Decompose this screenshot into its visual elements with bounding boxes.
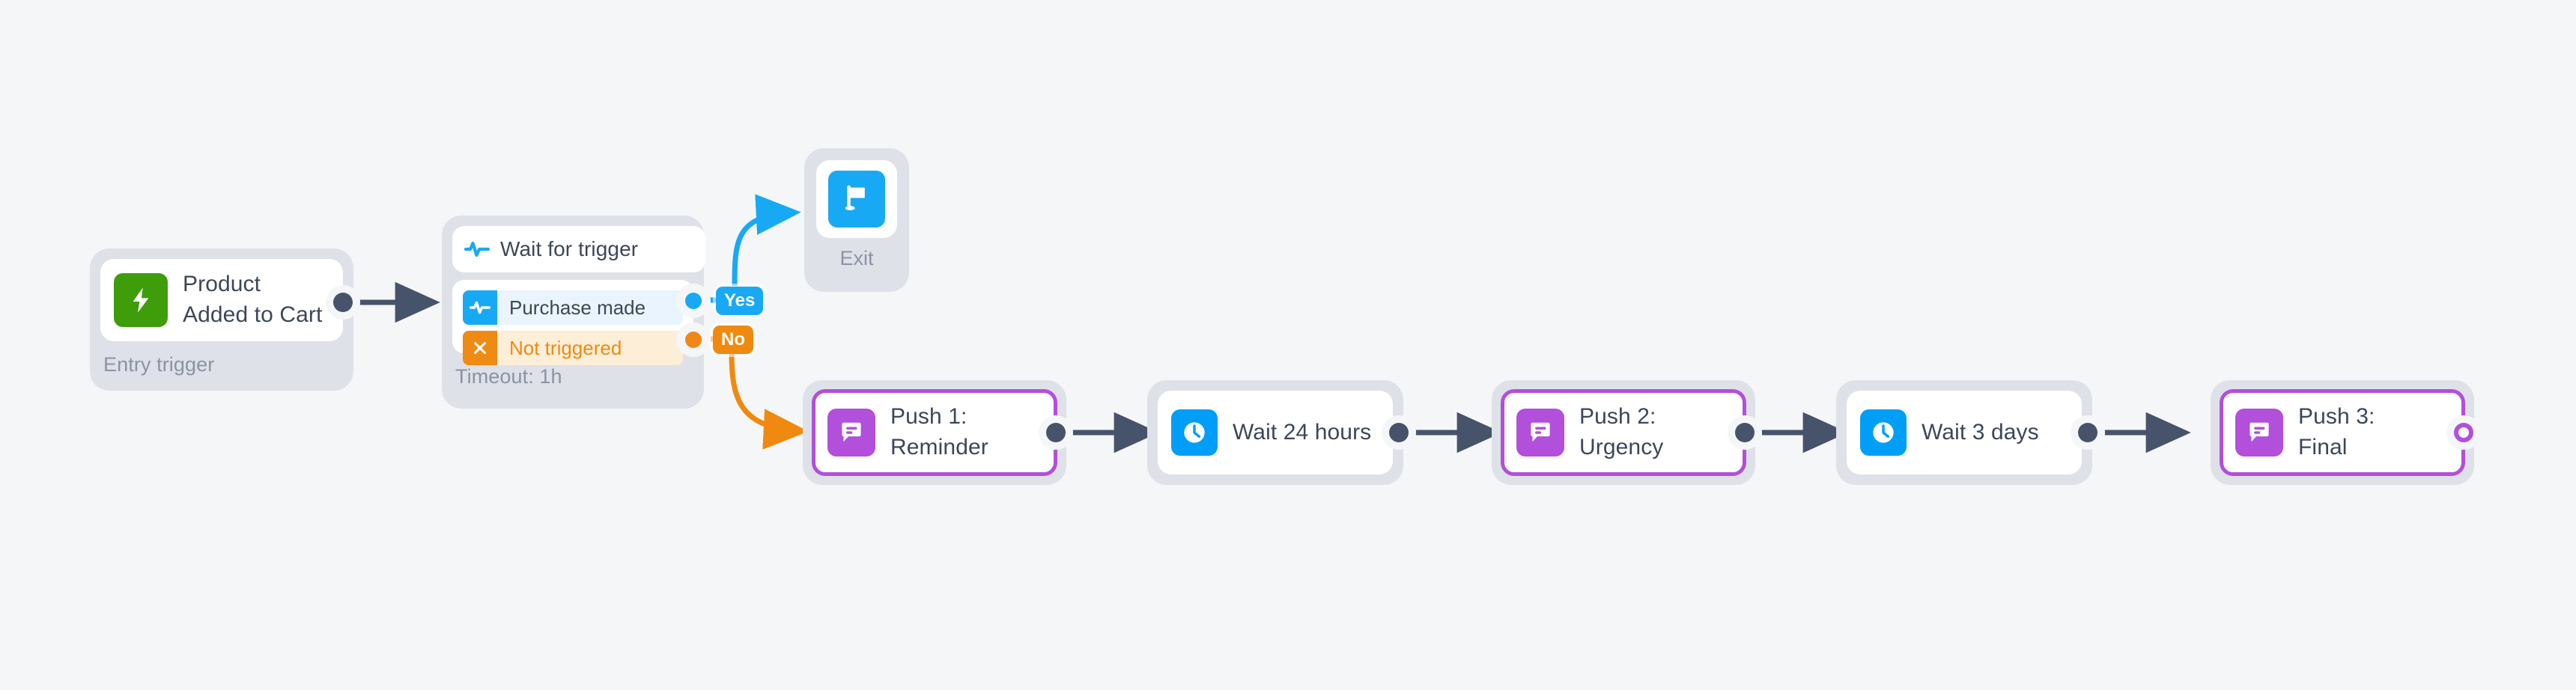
branch-badge-yes[interactable]: Yes: [716, 287, 764, 315]
condition-row-not-triggered[interactable]: Not triggered: [463, 331, 683, 365]
wire-no-to-push1: [729, 352, 809, 450]
push-3-title: Push 3: Final: [2298, 404, 2375, 460]
speech-bubble-icon: [1516, 409, 1564, 457]
node-entry-trigger[interactable]: Product Added to Cart Entry trigger: [90, 248, 353, 391]
push-2-output-port[interactable]: [1735, 423, 1755, 442]
branch-badge-no-label: No: [721, 329, 745, 349]
node-wait-for-trigger[interactable]: Wait for trigger Purchase made Not trigg…: [442, 216, 705, 409]
pulse-icon: [463, 290, 497, 325]
yes-output-port[interactable]: [685, 293, 702, 309]
clock-icon: [1171, 409, 1218, 456]
wait-trigger-sublabel: Timeout: 1h: [455, 365, 562, 388]
condition-label: Not triggered: [509, 336, 622, 359]
wait-3-days-output-port[interactable]: [2078, 423, 2097, 442]
lightning-bolt-icon: [114, 273, 168, 327]
x-icon: [463, 331, 497, 365]
wait-trigger-conditions[interactable]: Purchase made Not triggered: [452, 280, 693, 365]
wait-trigger-header-label: Wait for trigger: [500, 236, 639, 260]
wait-3-days-card[interactable]: Wait 3 days: [1847, 391, 2082, 474]
entry-trigger-sublabel: Entry trigger: [103, 353, 215, 376]
push-2-title: Push 2: Urgency: [1579, 404, 1664, 460]
push-3-output-port[interactable]: [2454, 423, 2473, 442]
speech-bubble-icon: [827, 409, 875, 457]
wire-yes-to-exit: [732, 194, 801, 287]
wait-24-hours-card[interactable]: Wait 24 hours: [1158, 391, 1393, 474]
node-push-1[interactable]: Push 1: Reminder: [803, 380, 1066, 485]
node-exit[interactable]: Exit: [804, 148, 909, 292]
push-2-card[interactable]: Push 2: Urgency: [1501, 389, 1746, 476]
node-push-2[interactable]: Push 2: Urgency: [1492, 380, 1755, 485]
flag-icon: [828, 171, 885, 228]
branch-badge-no[interactable]: No: [713, 326, 753, 354]
push-1-output-port[interactable]: [1046, 423, 1066, 442]
pulse-icon: [464, 236, 490, 262]
clock-icon: [1860, 409, 1907, 456]
wait-trigger-header[interactable]: Wait for trigger: [452, 226, 705, 272]
push-1-card[interactable]: Push 1: Reminder: [812, 389, 1057, 476]
wait-3-days-title: Wait 3 days: [1922, 419, 2039, 445]
exit-label: Exit: [839, 247, 874, 269]
push-3-card[interactable]: Push 3: Final: [2220, 389, 2465, 476]
node-push-3[interactable]: Push 3: Final: [2211, 380, 2474, 485]
entry-output-port[interactable]: [333, 293, 353, 312]
entry-trigger-title: Product Added to Cart: [183, 272, 323, 327]
exit-card[interactable]: [816, 160, 897, 238]
wait-24-hours-output-port[interactable]: [1389, 423, 1409, 442]
entry-trigger-card[interactable]: Product Added to Cart: [100, 259, 343, 341]
node-wait-3-days[interactable]: Wait 3 days: [1836, 380, 2092, 485]
condition-row-purchase-made[interactable]: Purchase made: [463, 290, 683, 325]
node-wait-24-hours[interactable]: Wait 24 hours: [1147, 380, 1403, 485]
branch-badge-yes-label: Yes: [724, 290, 756, 311]
speech-bubble-icon: [2235, 409, 2283, 457]
condition-label: Purchase made: [509, 296, 646, 319]
push-1-title: Push 1: Reminder: [890, 404, 988, 460]
no-output-port[interactable]: [685, 332, 702, 348]
wait-24-hours-title: Wait 24 hours: [1233, 419, 1372, 445]
